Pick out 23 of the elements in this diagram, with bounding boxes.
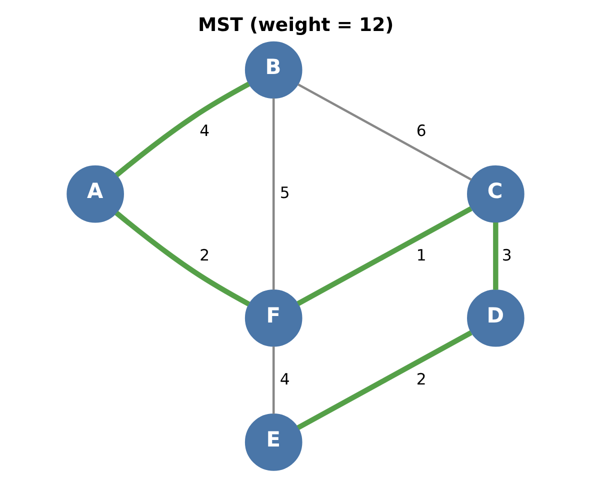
connector	[297, 84, 472, 181]
edge-label: 2	[416, 369, 426, 388]
node-circle: A	[66, 165, 124, 223]
node-circle: D	[466, 289, 524, 347]
node-circle: F	[244, 289, 302, 347]
edge-label: 4	[199, 121, 210, 140]
connector	[272, 98, 274, 290]
connector	[114, 210, 250, 306]
connector	[114, 82, 250, 178]
diagram-title: MST (weight = 12)	[198, 14, 394, 36]
edge-label: 6	[416, 121, 426, 140]
edge-label: 3	[501, 245, 512, 264]
edge-label: 4	[279, 369, 290, 388]
connector	[296, 206, 472, 306]
edge-label: 5	[279, 183, 290, 202]
edge-label: 1	[416, 245, 426, 264]
connector	[492, 222, 498, 290]
node-circle: C	[466, 165, 524, 223]
node-circle: E	[244, 414, 302, 471]
edge-label: 2	[199, 245, 210, 264]
node-circle: B	[244, 41, 302, 99]
connector	[272, 346, 274, 414]
connector	[296, 330, 472, 430]
